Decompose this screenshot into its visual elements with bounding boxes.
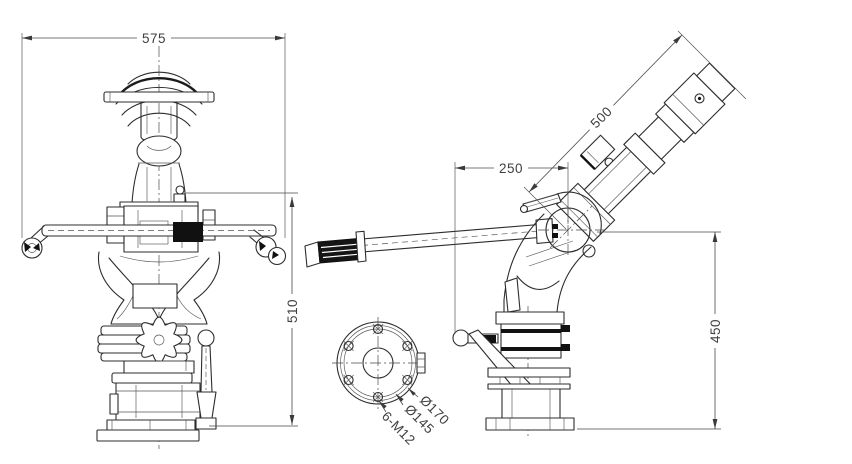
bowl-hub: [132, 283, 178, 309]
side-barrel: [556, 62, 736, 242]
dim-pivot-height: 450: [577, 231, 723, 430]
flange-view: [332, 317, 426, 409]
clamp-bolt-ball: [452, 329, 470, 347]
grip-end-cap: [304, 241, 321, 268]
left-grip-knob: [21, 237, 43, 259]
deflector-bar: [103, 91, 215, 103]
front-handlebar: [21, 222, 287, 266]
dim-label-575: 575: [142, 31, 166, 46]
front-body: [106, 185, 216, 253]
hand-wheel: [135, 316, 183, 364]
front-nozzle-bell: [103, 71, 215, 127]
dim-handle-reach: 250: [454, 160, 569, 333]
front-base: [96, 360, 201, 442]
front-base-lever: [195, 329, 217, 430]
dim-overall-height: 510: [186, 192, 300, 427]
flange-tab: [416, 352, 426, 374]
bleed-valve-knob: [175, 185, 185, 195]
flange-bolt-holes: [343, 323, 413, 403]
side-operating-handle: [304, 218, 558, 268]
side-elbow: [503, 213, 592, 313]
dim-label-250: 250: [499, 161, 523, 176]
front-volute-bowl: [97, 251, 221, 325]
flange-callouts: Ø170 Ø145 6-M12: [378, 387, 452, 448]
front-view: [21, 46, 287, 449]
lever-ball-knob: [197, 329, 215, 347]
grip-flange-disc: [355, 230, 367, 263]
side-view: [304, 62, 736, 438]
dim-label-510: 510: [285, 299, 300, 323]
clamp-handle: [522, 193, 562, 213]
swivel-ball: [136, 135, 182, 167]
solid-block: [173, 222, 203, 242]
dim-label-450: 450: [708, 319, 723, 343]
front-barrel: [131, 102, 187, 204]
side-base: [452, 306, 575, 438]
dim-overall-width: 575: [21, 30, 286, 238]
